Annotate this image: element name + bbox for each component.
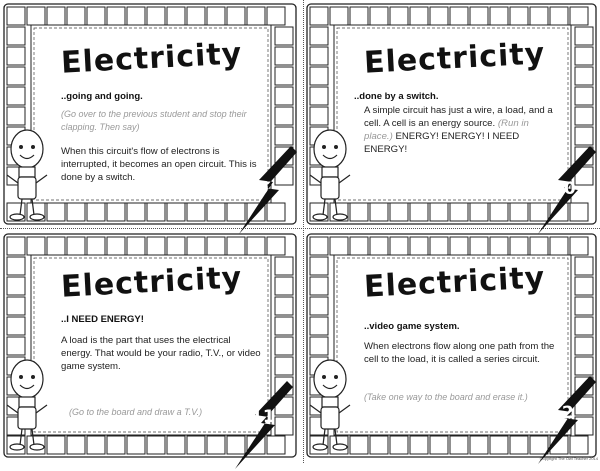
card-body: A load is the part that uses the electri…: [61, 335, 261, 372]
card-border: [306, 3, 597, 225]
task-card-10: Electricity ..done by a switch. A simple…: [306, 3, 597, 234]
card-heading: ..going and going.: [61, 91, 143, 102]
card-instruction: (Go to the board and draw a T.V.): [69, 407, 203, 417]
task-card-12: Electricity ..video game system. When el…: [306, 233, 597, 464]
lightbulb-mascot-icon: [6, 359, 48, 451]
card-border: [306, 233, 597, 458]
lightbulb-mascot-icon: [309, 129, 351, 221]
card-body: When electrons flow along one path from …: [364, 341, 555, 365]
card-heading: ..I NEED ENERGY!: [61, 314, 144, 325]
cut-line-vertical: [303, 0, 304, 463]
card-body-text-end: ENERGY! ENERGY! I NEED ENERGY!: [364, 131, 520, 155]
card-body: A simple circuit has just a wire, a load…: [364, 104, 554, 156]
card-number: 12: [550, 403, 574, 423]
card-body-instruction: (Run in place.): [364, 118, 529, 142]
card-instruction: (Go over to the previous student and sto…: [61, 109, 247, 132]
lightbulb-mascot-icon: [309, 359, 351, 451]
lightning-bolt-icon: [538, 376, 596, 464]
card-number: 9: [257, 179, 269, 199]
task-card-9: Electricity ..going and going. (Go over …: [3, 3, 297, 234]
card-heading: ..done by a switch.: [354, 91, 439, 102]
lightbulb-mascot-icon: [6, 129, 48, 221]
card-instruction: (Take one way to the board and erase it.…: [364, 392, 528, 402]
cut-line-horizontal: [0, 228, 600, 229]
card-body: When this circuit's flow of electrons is…: [61, 146, 257, 183]
card-heading: ..video game system.: [364, 321, 460, 332]
copyright-note: Copyright The Owl Teacher 2014: [539, 456, 598, 461]
card-number: 11: [251, 407, 275, 427]
card-body-text: A simple circuit has just a wire, a load…: [364, 105, 553, 129]
lightning-bolt-icon: [239, 146, 297, 234]
task-card-11: Electricity ..I NEED ENERGY! A load is t…: [3, 233, 297, 469]
lightning-bolt-icon: [538, 146, 596, 234]
lightning-bolt-icon: [235, 381, 293, 469]
card-number: 10: [552, 179, 576, 199]
